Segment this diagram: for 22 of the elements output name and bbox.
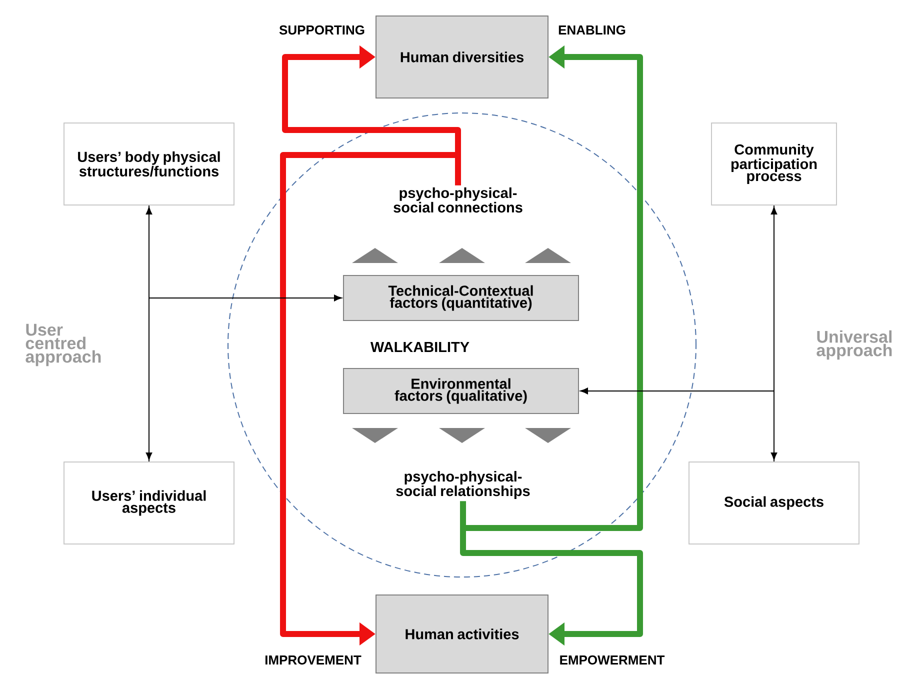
arrow: [148, 294, 342, 462]
arrow: [770, 206, 778, 460]
factor-box: Users’ body physical structures/functions: [64, 122, 234, 206]
arrow: [580, 388, 774, 462]
edge-label: SUPPORTING: [279, 25, 364, 35]
factor-box: Social aspects: [688, 462, 860, 544]
node-text: psycho-physical-social relationships: [396, 470, 530, 499]
process-box: Environmental factors (qualitative): [343, 368, 579, 414]
edge-label: EMPOWERMENT: [560, 655, 665, 665]
arrow: [460, 501, 643, 646]
side-label: Universal approach: [816, 330, 892, 360]
process-box: Human activities: [376, 594, 548, 674]
process-box: Human diversities: [376, 16, 548, 98]
factor-box: Community participation process: [711, 122, 837, 206]
arrow: [146, 206, 152, 460]
process-box: Technical-Contextual factors (quantitative): [343, 275, 579, 321]
node-text: psycho-physical-social connections: [394, 187, 522, 213]
title-text: WALKABILITY: [370, 342, 470, 352]
side-label: User centred approach: [26, 324, 101, 366]
edge-label: ENABLING: [558, 25, 626, 35]
factor-box: Users’ individual aspects: [64, 462, 234, 544]
edge-label: IMPROVEMENT: [265, 655, 362, 665]
